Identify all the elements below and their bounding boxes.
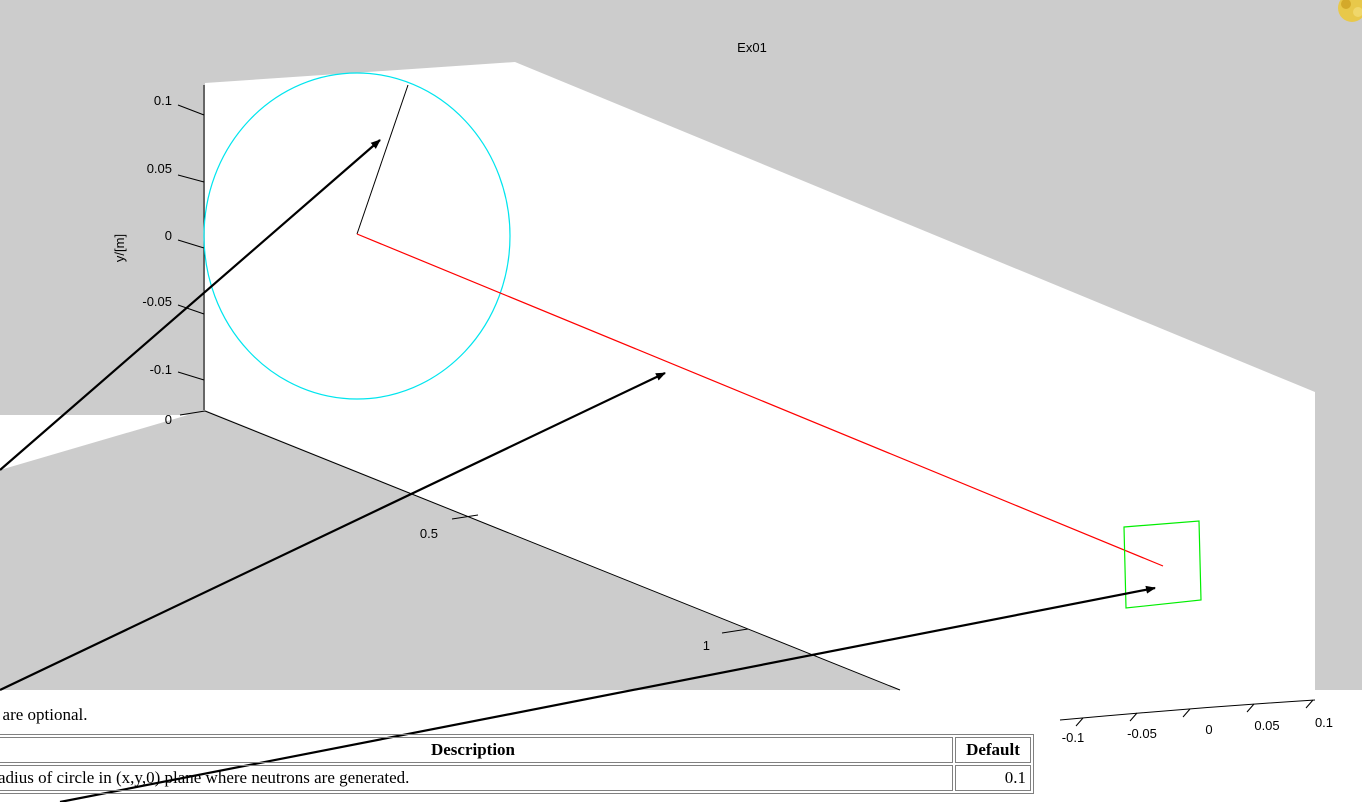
x-tick-mark [1305, 699, 1314, 709]
doc-note: rs are optional. [0, 705, 88, 724]
cell-default: 0.1 [955, 765, 1031, 791]
y-tick-mark [177, 174, 205, 183]
annotation-arrow-beam [0, 372, 666, 691]
header-default: Default [955, 737, 1031, 763]
figure-title: Ex01 [737, 40, 767, 55]
z-tick-label: 0.5 [420, 526, 438, 541]
y-tick-label: 0 [165, 228, 172, 243]
cell-description: adius of circle in (x,y,0) plane where n… [0, 765, 953, 791]
x-tick-label: 0.05 [1254, 718, 1279, 733]
monitor-square [1123, 520, 1202, 609]
x-axis-strip [1040, 690, 1362, 802]
table-header-row: Description Default [0, 737, 1031, 763]
y-ticks [177, 104, 205, 381]
radius-line [356, 84, 409, 235]
table-row: adius of circle in (x,y,0) plane where n… [0, 765, 1031, 791]
x-tick-mark [1246, 703, 1255, 713]
z-tick-label: 0 [165, 412, 172, 427]
y-axis-label: y/[m] [112, 234, 127, 262]
annotation-arrow-monitor [59, 585, 1156, 802]
z-tick-mark [721, 628, 749, 634]
header-description: Description [0, 737, 953, 763]
y-tick-label: -0.1 [150, 362, 172, 377]
z-tick-mark [451, 514, 479, 520]
x-tick-mark [1182, 708, 1191, 718]
y-tick-mark [177, 371, 205, 381]
y-tick-label: 0.05 [147, 161, 172, 176]
x-tick-label: 0.1 [1315, 715, 1333, 730]
y-tick-label: -0.05 [142, 294, 172, 309]
z-tick-label: 1 [703, 638, 710, 653]
corner-logo-fragment [1338, 0, 1362, 22]
x-tick-mark [1075, 717, 1084, 727]
axes-floor [0, 410, 900, 690]
beam-line [356, 233, 1164, 567]
annotation-arrow-radius [0, 139, 381, 471]
y-tick-label: 0.1 [154, 93, 172, 108]
z-tick-mark [179, 410, 206, 416]
y-tick-mark [177, 304, 205, 315]
y-tick-mark [177, 239, 205, 249]
x-ticks [1075, 699, 1314, 727]
x-tick-label: -0.05 [1127, 726, 1157, 741]
x-tick-mark [1129, 712, 1138, 722]
source-circle [203, 72, 511, 400]
z-axis-line [204, 410, 901, 691]
x-tick-label: -0.1 [1062, 730, 1084, 745]
x-axis-line [1059, 699, 1316, 721]
y-tick-mark [177, 104, 205, 116]
parameter-table: Description Default adius of circle in (… [0, 734, 1034, 794]
x-tick-label: 0 [1205, 722, 1212, 737]
